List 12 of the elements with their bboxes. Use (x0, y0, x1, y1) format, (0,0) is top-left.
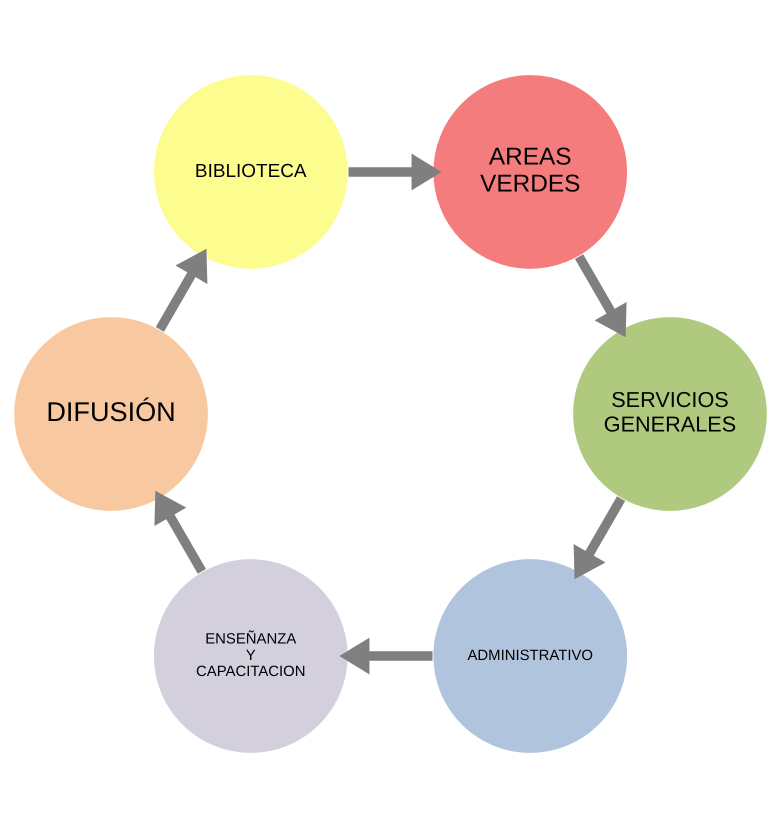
arrow (154, 490, 206, 574)
arrow (348, 153, 442, 190)
arrow (156, 248, 208, 332)
node-circle: SERVICIOS GENERALES (572, 315, 768, 512)
arrow (574, 496, 626, 579)
node-circle: AREAS VERDES (432, 73, 628, 270)
node-circle: BIBLIOTECA (152, 73, 349, 270)
node-circle: ADMINISTRATIVO (432, 557, 628, 754)
node-circle: ENSEÑANZA Y CAPACITACION (152, 557, 349, 754)
arrow (575, 254, 627, 337)
arrow (339, 637, 432, 674)
node-circle: DIFUSIÓN (12, 315, 210, 512)
